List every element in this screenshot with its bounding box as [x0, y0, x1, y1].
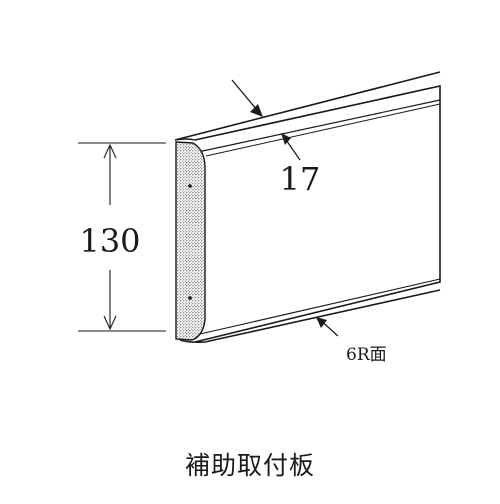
bottom-front-edge	[179, 289, 441, 344]
leader-arrowhead-thickness-icon	[281, 133, 291, 145]
nail-hole	[188, 184, 192, 188]
dimension-arrow-up-icon	[103, 143, 117, 159]
edge-radius-label: 6R面	[346, 345, 387, 365]
top-back-edge-link	[174, 138, 196, 141]
end-grain-section	[175, 141, 206, 341]
top-back-edge	[174, 71, 441, 141]
bottom-edge-line	[199, 278, 441, 335]
top-edge-line	[197, 99, 441, 153]
leader-arrowhead-top-icon	[250, 104, 263, 117]
figure-caption: 補助取付板	[184, 451, 315, 480]
leader-arrowhead-bottom-icon	[316, 317, 327, 328]
thickness-label: 17	[280, 160, 321, 198]
height-dimension-label: 130	[79, 222, 140, 260]
top-edge-inner-line	[205, 103, 441, 157]
dimension-arrow-down-icon	[103, 315, 117, 331]
board-front-face	[194, 85, 441, 343]
nail-hole	[188, 296, 192, 300]
